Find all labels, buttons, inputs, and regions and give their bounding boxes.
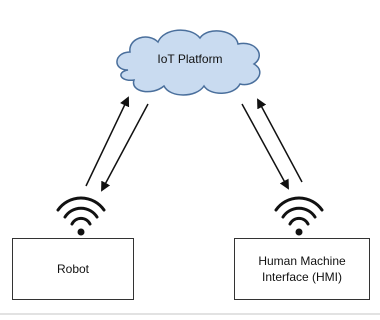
robot-wifi-icon xyxy=(56,196,106,236)
arrow-robot-to-cloud xyxy=(85,96,130,187)
hmi-label-line-2: Interface (HMI) xyxy=(261,270,342,284)
iot-platform-label: IoT Platform xyxy=(157,52,223,66)
hmi-box: Human Machine Interface (HMI) xyxy=(234,238,370,300)
hmi-wifi-icon xyxy=(274,196,324,236)
iot-cloud-shape xyxy=(116,29,261,96)
hmi-label: Human Machine Interface (HMI) xyxy=(258,253,345,285)
arrow-hmi-to-cloud xyxy=(257,98,303,183)
robot-label: Robot xyxy=(56,262,90,276)
bottom-divider xyxy=(0,313,380,315)
hmi-label-line-1: Human Machine xyxy=(258,254,346,268)
arrow-cloud-to-hmi xyxy=(241,103,289,190)
arrow-cloud-to-robot xyxy=(101,103,149,192)
robot-box: Robot xyxy=(12,238,134,300)
